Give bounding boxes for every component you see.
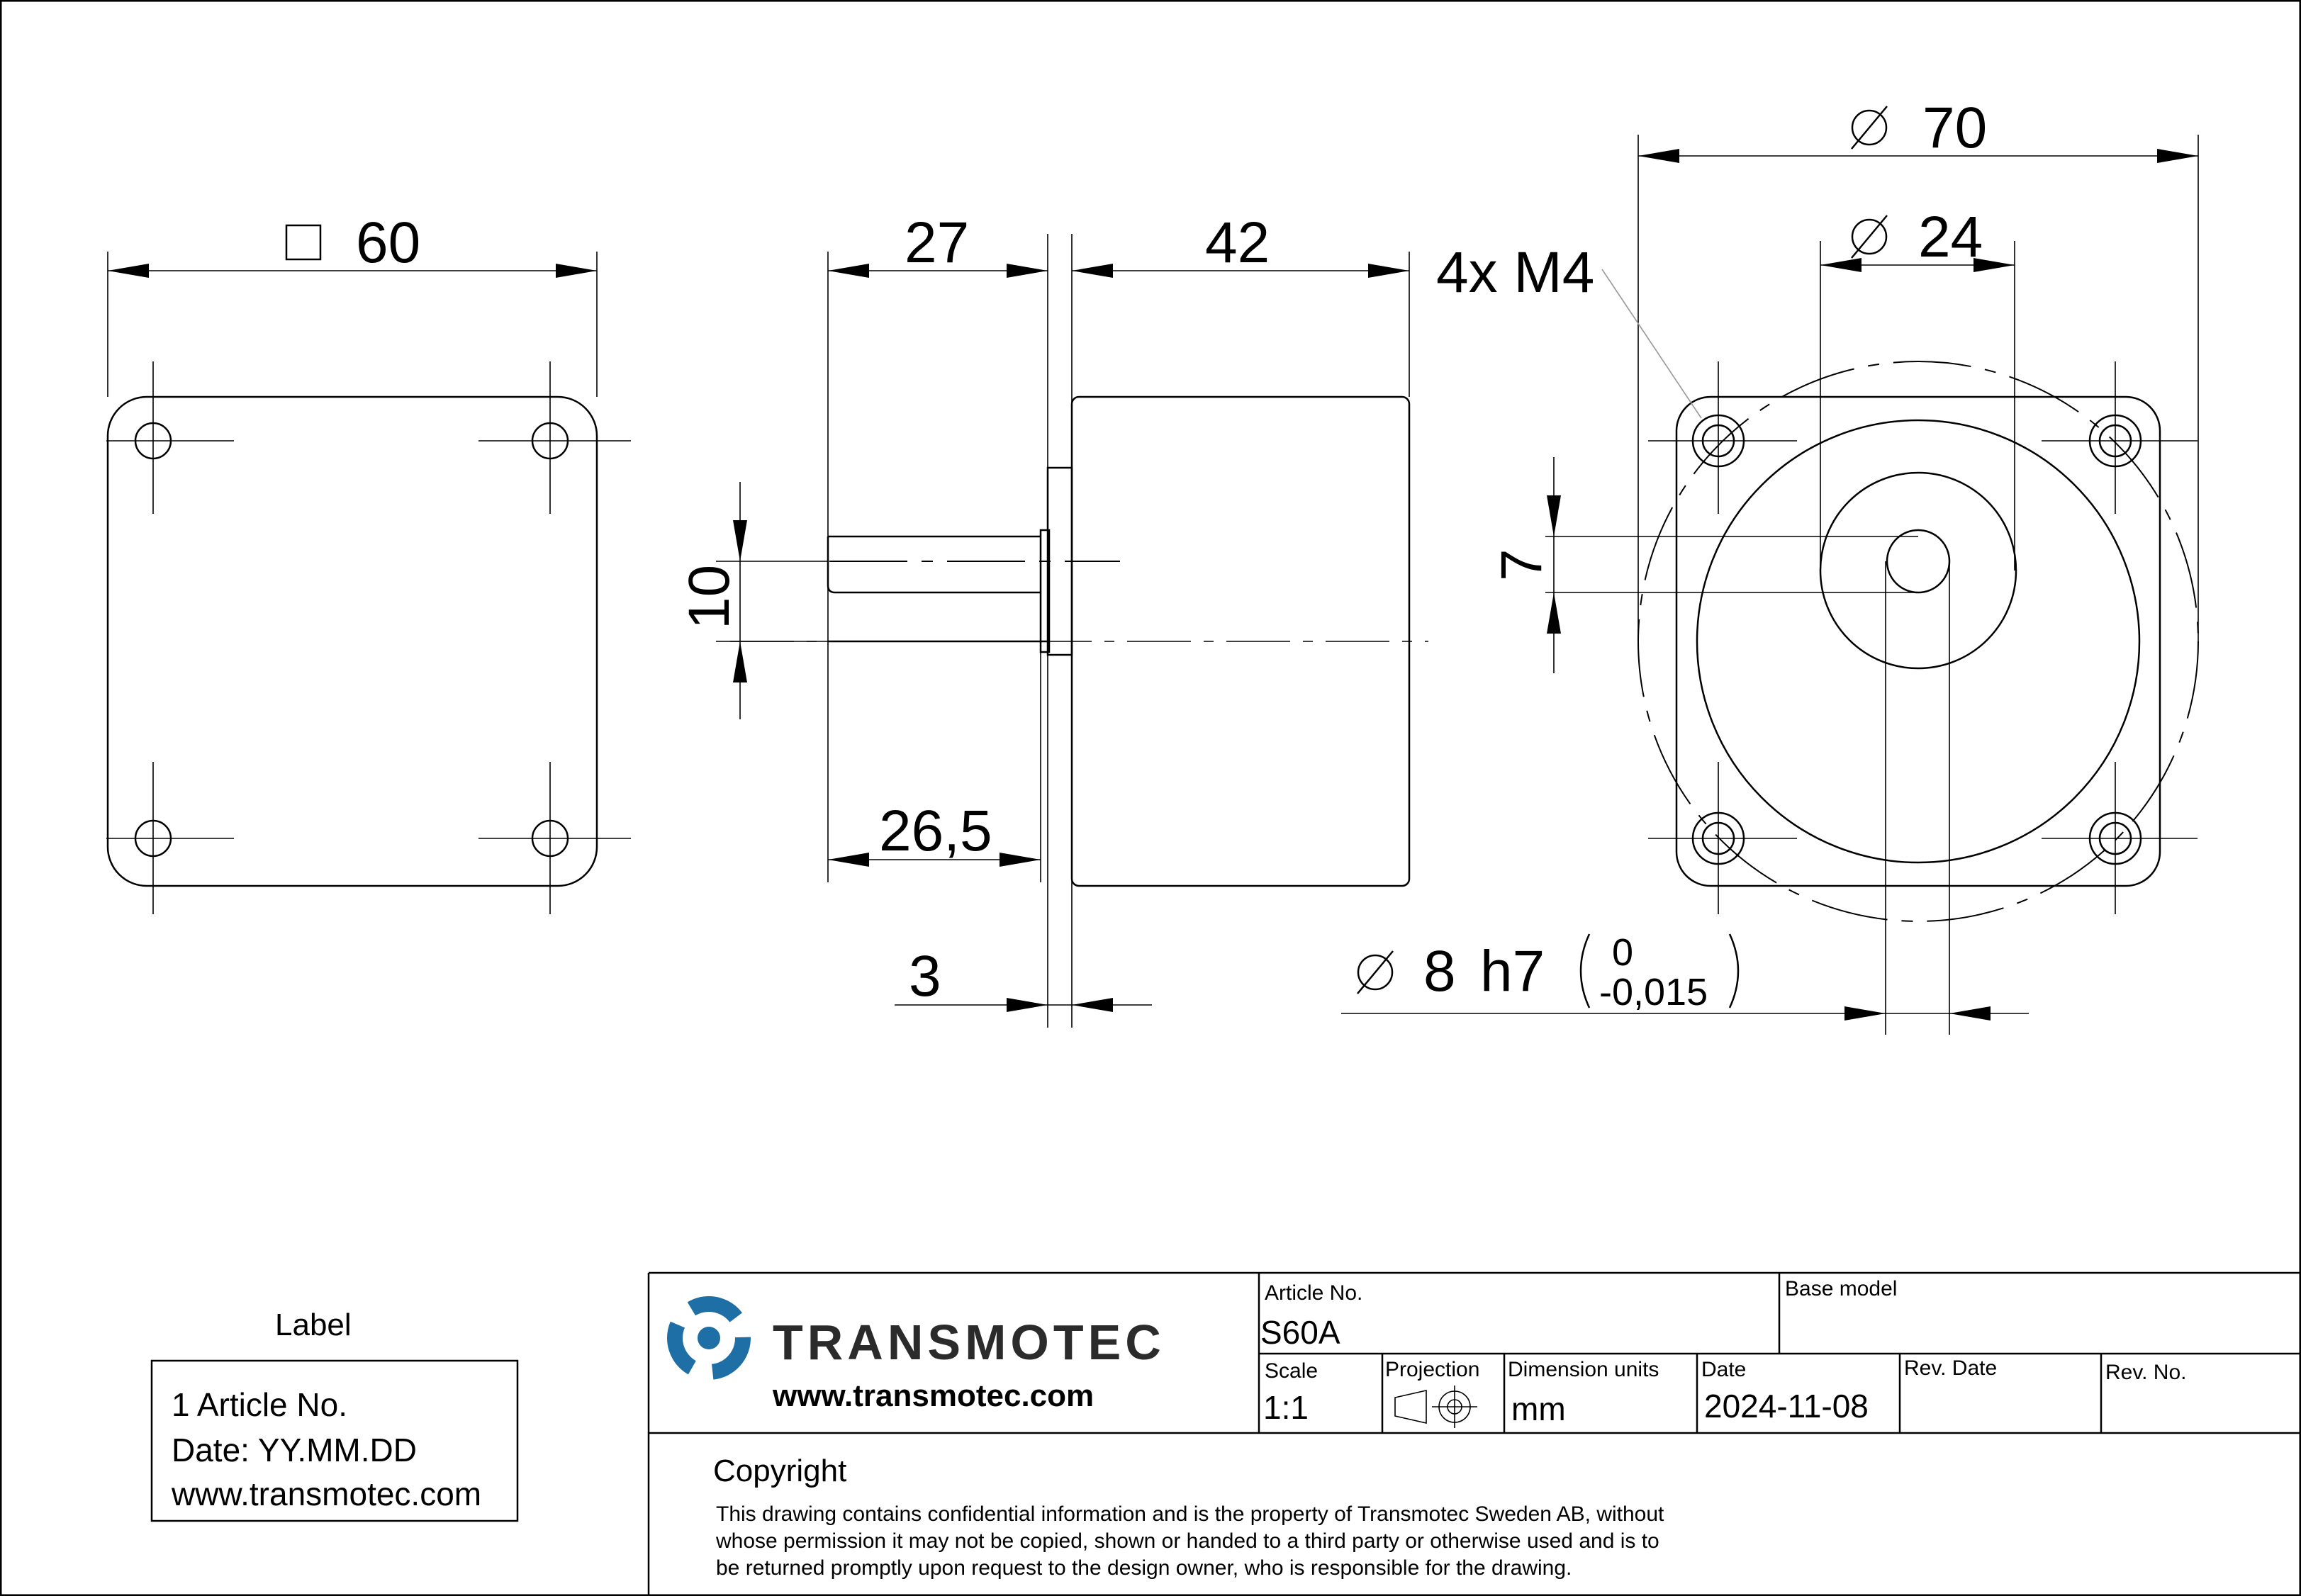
scale-label: Scale bbox=[1265, 1359, 1318, 1383]
front-hole-centerlines bbox=[106, 361, 631, 914]
dim-3-arrow-r bbox=[1072, 998, 1113, 1012]
dim-24-arrow-l bbox=[1820, 258, 1861, 272]
tolerance-paren-left bbox=[1579, 933, 1591, 1008]
end-hole-centerlines bbox=[1648, 361, 2198, 914]
projection-label: Projection bbox=[1385, 1358, 1479, 1381]
brand-website: www.transmotec.com bbox=[772, 1378, 1094, 1413]
transmotec-logo-icon bbox=[667, 1296, 751, 1380]
dim-26-5-arrow-r bbox=[1000, 853, 1041, 867]
tolerance-lower: -0,015 bbox=[1599, 971, 1708, 1013]
dim-8-text: 8 bbox=[1423, 939, 1456, 1004]
diameter-symbol-70-icon bbox=[1851, 106, 1888, 150]
date-value: 2024-11-08 bbox=[1704, 1388, 1869, 1424]
dim-3-arrow-l bbox=[1007, 998, 1048, 1012]
title-block: TRANSMOTEC www.transmotec.com Article No… bbox=[647, 1271, 2300, 1595]
fit-text: h7 bbox=[1480, 939, 1545, 1004]
dim-8-arrow-r bbox=[1949, 1006, 1991, 1021]
rev-no-label: Rev. No. bbox=[2105, 1361, 2186, 1384]
dim-7-text: 7 bbox=[1489, 549, 1554, 581]
dim-10-arrow-top bbox=[733, 520, 747, 561]
copyright-title: Copyright bbox=[713, 1454, 846, 1488]
scale-value: 1:1 bbox=[1263, 1389, 1309, 1426]
rev-date-label: Rev. Date bbox=[1904, 1356, 1997, 1380]
front-view: 60 bbox=[106, 210, 631, 914]
article-no-value: S60A bbox=[1260, 1314, 1340, 1351]
flange-hub bbox=[1039, 529, 1051, 653]
dim-27-arrow-r bbox=[1007, 264, 1048, 278]
diameter-symbol-24-icon bbox=[1851, 215, 1888, 259]
title-block-grid bbox=[647, 1271, 2300, 1595]
dim-70-arrow-l bbox=[1638, 149, 1679, 163]
label-box: Label 1 Article No. Date: YY.MM.DD www.t… bbox=[150, 1308, 519, 1522]
brand-name: TRANSMOTEC bbox=[773, 1315, 1165, 1370]
label-line1: 1 Article No. bbox=[172, 1386, 347, 1423]
dim-8-arrow-l bbox=[1844, 1006, 1886, 1021]
first-angle-projection-icon bbox=[1394, 1386, 1477, 1428]
end-view: 70 24 4x M4 7 8 h7 0 -0,015 bbox=[1341, 96, 2199, 1035]
label-frame bbox=[150, 1359, 519, 1522]
copyright-line1: This drawing contains confidential infor… bbox=[716, 1502, 1664, 1526]
dim-70-arrow-r bbox=[2157, 149, 2198, 163]
tolerance-upper: 0 bbox=[1612, 931, 1633, 974]
holes-callout-text: 4x M4 bbox=[1436, 240, 1594, 305]
dim-10-text: 10 bbox=[677, 565, 741, 629]
side-view: 27 42 10 26,5 3 bbox=[677, 210, 1428, 1028]
end-flange-outline bbox=[1675, 395, 2161, 887]
dim-60-text: 60 bbox=[356, 210, 420, 275]
dim-60-extension-lines bbox=[107, 252, 598, 397]
dim-60-arrow-right bbox=[556, 264, 597, 278]
dim-60-arrow-left bbox=[108, 264, 149, 278]
diameter-symbol-8-icon bbox=[1357, 950, 1394, 994]
dim-27-text: 27 bbox=[905, 210, 969, 275]
dim-42-arrow-r bbox=[1368, 264, 1409, 278]
dim-7-ext bbox=[1545, 536, 1918, 593]
flange-extension bbox=[1047, 234, 1073, 1028]
dim-7-arrow-top bbox=[1547, 495, 1561, 536]
end-shaft-centerline bbox=[1885, 561, 1950, 1035]
square-symbol-icon bbox=[285, 224, 322, 261]
base-model-label: Base model bbox=[1785, 1277, 1897, 1300]
label-line2: Date: YY.MM.DD bbox=[172, 1432, 417, 1468]
dim-24-arrow-r bbox=[1974, 258, 2015, 272]
holes-leader bbox=[1601, 269, 1702, 419]
tolerance-paren-right bbox=[1728, 933, 1740, 1008]
front-body-outline bbox=[106, 395, 598, 887]
dim-24-text: 24 bbox=[1918, 205, 1983, 269]
dim-10-arrow-bottom bbox=[733, 641, 747, 682]
copyright-line3: be returned promptly upon request to the… bbox=[716, 1556, 1572, 1580]
label-line3: www.transmotec.com bbox=[171, 1476, 481, 1512]
dim-26-5-text: 26,5 bbox=[879, 799, 992, 863]
dim-26-5-arrow-l bbox=[828, 853, 869, 867]
dim-27-arrow-l bbox=[828, 264, 869, 278]
label-title: Label bbox=[275, 1308, 352, 1342]
date-label: Date bbox=[1701, 1358, 1746, 1381]
dim-3-text: 3 bbox=[909, 944, 941, 1008]
dim-24-ext bbox=[1820, 241, 2015, 571]
end-body-circle bbox=[1696, 419, 2141, 864]
dim-70-ext bbox=[1637, 135, 2199, 641]
dim-units-label: Dimension units bbox=[1508, 1358, 1659, 1381]
dim-42-text: 42 bbox=[1205, 210, 1270, 275]
dim-42-arrow-l bbox=[1072, 264, 1113, 278]
copyright-line2: whose permission it may not be copied, s… bbox=[715, 1529, 1659, 1553]
article-no-label: Article No. bbox=[1265, 1281, 1362, 1305]
dim-7-arrow-bottom bbox=[1547, 592, 1561, 634]
dim-70-text: 70 bbox=[1922, 96, 1987, 160]
dim-10-ext bbox=[716, 561, 828, 642]
dim-units-value: mm bbox=[1511, 1390, 1566, 1427]
